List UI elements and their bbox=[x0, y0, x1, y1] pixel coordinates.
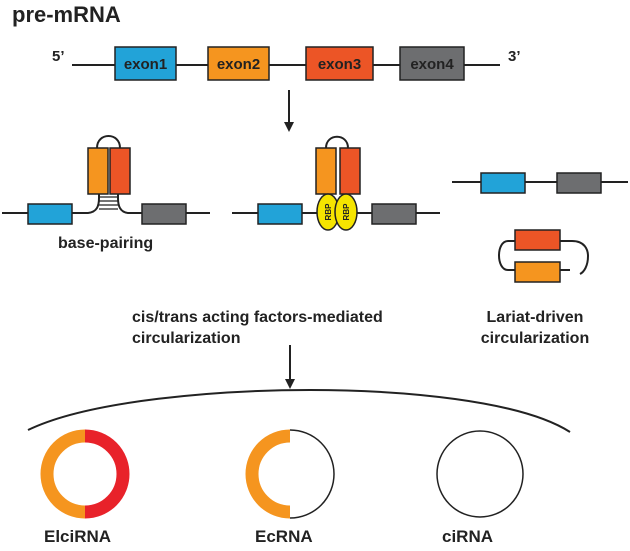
lariat-diagram bbox=[452, 172, 628, 283]
cirna-circle bbox=[436, 430, 524, 518]
exon2-label: exon2 bbox=[217, 56, 260, 73]
elcirna-circle bbox=[40, 429, 130, 519]
elcirna-label: ElciRNA bbox=[44, 527, 112, 546]
lariat-exon2-box bbox=[514, 261, 561, 283]
rbp-right-icon bbox=[334, 193, 358, 231]
rbp-right-label: RBP bbox=[342, 203, 351, 221]
lariat-label-line1: Lariat-driven bbox=[486, 309, 584, 326]
pre-mrna-title: pre-mRNA bbox=[12, 2, 121, 27]
base-pairing-exon1-box bbox=[27, 203, 73, 225]
ecrna-circle bbox=[245, 429, 335, 519]
base-pairing-exon3-box bbox=[109, 147, 131, 195]
cis-trans-label-line2: circularization bbox=[132, 330, 241, 347]
rbp-mediated-diagram: RBP RBP bbox=[232, 135, 440, 231]
rbp-exon2-box bbox=[315, 147, 337, 195]
base-pairing-exon4-box bbox=[141, 203, 187, 225]
lariat-exon3-box bbox=[514, 229, 561, 251]
products-bracket bbox=[27, 388, 571, 433]
pre-mrna-strand: exon1 exon2 exon3 exon4 bbox=[72, 46, 500, 81]
five-prime-label: 5’ bbox=[52, 48, 65, 65]
rbp-exon4-box bbox=[371, 203, 417, 225]
base-pairing-exon2-box bbox=[87, 147, 109, 195]
three-prime-label: 3’ bbox=[508, 48, 521, 65]
exon3-label: exon3 bbox=[318, 56, 361, 73]
exon1-label: exon1 bbox=[124, 56, 167, 73]
exon3-box bbox=[305, 46, 374, 81]
exon4-label: exon4 bbox=[410, 56, 454, 73]
cis-trans-label-line1: cis/trans acting factors-mediated bbox=[132, 309, 383, 326]
base-pairing-label: base-pairing bbox=[58, 235, 154, 252]
exon2-box bbox=[207, 46, 270, 81]
rbp-exon3-box bbox=[339, 147, 361, 195]
rbp-left-label: RBP bbox=[324, 203, 333, 221]
cirna-label: ciRNA bbox=[442, 527, 494, 546]
exon1-box bbox=[114, 46, 177, 81]
lariat-exon1-box bbox=[480, 172, 526, 194]
ecrna-label: EcRNA bbox=[255, 527, 313, 546]
lariat-label-line2: circularization bbox=[480, 330, 590, 347]
base-pairing-diagram bbox=[2, 135, 210, 225]
rbp-exon1-box bbox=[257, 203, 303, 225]
lariat-exon4-box bbox=[556, 172, 602, 194]
exon4-box bbox=[399, 46, 465, 81]
